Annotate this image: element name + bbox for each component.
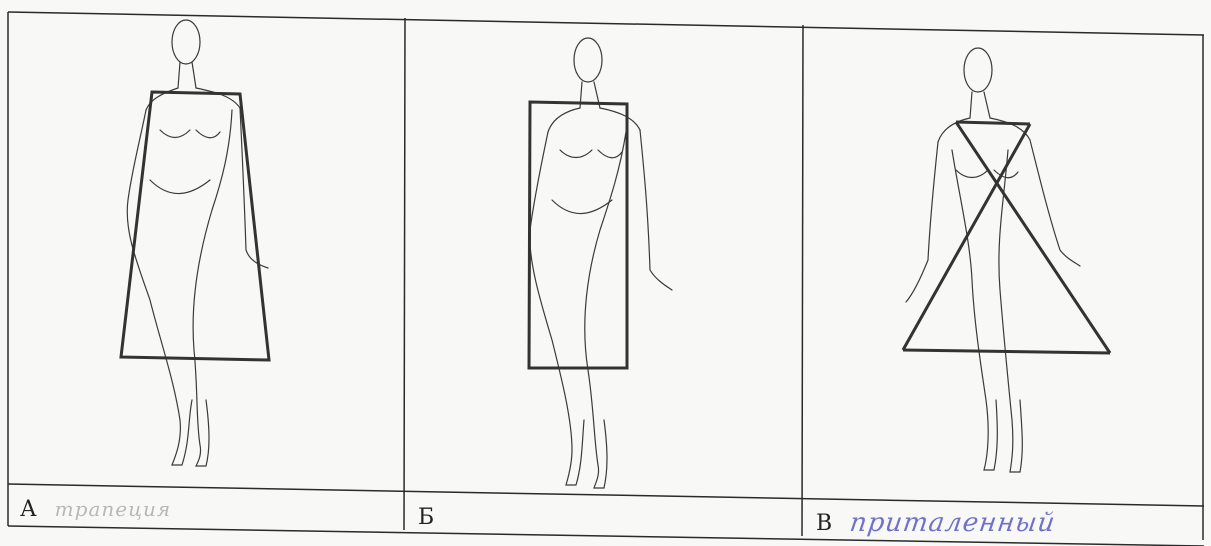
cell-a-label: А трапеция bbox=[20, 492, 171, 526]
cell-c-letter: В bbox=[816, 511, 832, 536]
grid-label-row-line bbox=[8, 484, 1204, 506]
grid-divider-2 bbox=[802, 25, 803, 536]
cell-c-label: В приталенный bbox=[816, 506, 1056, 540]
grid-divider-1 bbox=[404, 18, 405, 530]
hourglass-overlay bbox=[903, 122, 1110, 353]
trapezoid-overlay bbox=[121, 92, 269, 360]
cell-b-letter: Б bbox=[418, 505, 434, 530]
fashion-figure-a bbox=[127, 20, 268, 466]
cell-b-label: Б bbox=[418, 500, 452, 534]
cell-c-answer: приталенный bbox=[848, 508, 1058, 538]
cell-a-answer: трапеция bbox=[55, 497, 172, 521]
fashion-figure-b bbox=[530, 38, 672, 488]
cell-a-letter: А bbox=[20, 497, 37, 522]
grid-top-line bbox=[8, 12, 1204, 35]
fashion-figure-c bbox=[906, 48, 1080, 472]
rectangle-overlay bbox=[529, 102, 627, 368]
